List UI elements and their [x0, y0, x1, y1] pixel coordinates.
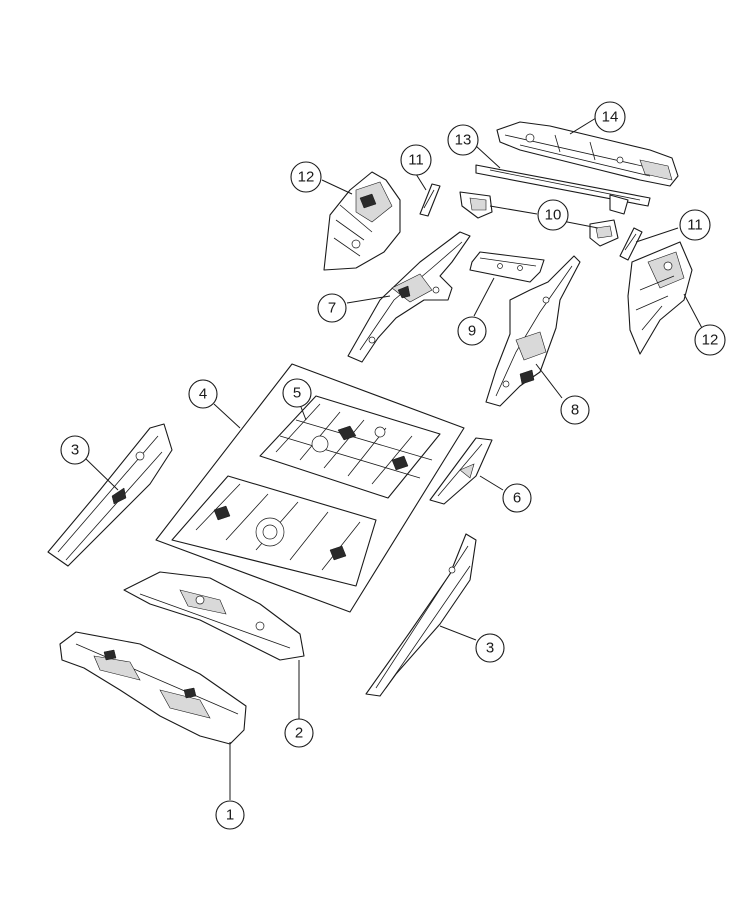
part-8-rail-right — [485, 255, 581, 407]
callout-12-right: 12 — [694, 324, 726, 356]
callout-4: 4 — [188, 379, 218, 409]
callout-11-left-label: 11 — [408, 152, 424, 169]
leader-lines — [85, 117, 704, 800]
callout-13: 13 — [447, 124, 479, 156]
part-7-rail-left — [347, 231, 471, 363]
callout-8-label: 8 — [571, 402, 579, 419]
callout-6-label: 6 — [513, 490, 521, 507]
callout-3-right: 3 — [475, 633, 505, 663]
callout-4-label: 4 — [199, 386, 207, 403]
callout-11-right-label: 11 — [687, 217, 703, 234]
callout-9: 9 — [457, 316, 487, 346]
part-13-crossmember — [475, 164, 651, 215]
callout-3-right-label: 3 — [486, 640, 494, 657]
part-11-bracket-left — [419, 183, 441, 217]
part-14-rear-panel — [496, 121, 679, 187]
callout-7-label: 7 — [328, 300, 336, 317]
part-12-wheelhouse-right — [627, 241, 693, 355]
part-10-brackets — [459, 191, 619, 247]
callout-1-label: 1 — [226, 807, 234, 824]
callout-5: 5 — [282, 378, 312, 408]
callout-12-left: 12 — [290, 161, 322, 193]
callout-11-right: 11 — [679, 209, 711, 241]
part-6-rail — [429, 437, 493, 505]
part-3-sill-left — [47, 423, 173, 567]
part-5-rear-floor-pan — [259, 395, 441, 499]
callout-8: 8 — [560, 395, 590, 425]
part-1-front-crossmember — [59, 631, 247, 745]
callout-2-label: 2 — [295, 725, 303, 742]
part-11-bracket-right — [619, 227, 643, 261]
callout-13-label: 13 — [455, 132, 472, 149]
callout-3-left: 3 — [60, 435, 90, 465]
callout-2: 2 — [284, 718, 314, 748]
callout-11-left: 11 — [400, 144, 432, 176]
callout-14: 14 — [594, 101, 626, 133]
callout-5-label: 5 — [293, 385, 301, 402]
callout-12-left-label: 12 — [298, 169, 315, 186]
callout-7: 7 — [317, 293, 347, 323]
part-9-crossmember — [469, 251, 545, 283]
callout-14-label: 14 — [602, 109, 619, 126]
callout-10-label: 10 — [545, 207, 562, 224]
callout-3-left-label: 3 — [71, 442, 79, 459]
callout-6: 6 — [502, 483, 532, 513]
front-floor-pan — [171, 475, 377, 587]
part-2-crossmember — [123, 571, 305, 661]
part-12-wheelhouse-left — [323, 171, 401, 271]
callout-10: 10 — [537, 199, 569, 231]
part-3-sill-right — [365, 533, 477, 697]
callout-1: 1 — [215, 800, 245, 830]
callout-9-label: 9 — [468, 323, 476, 340]
callout-12-right-label: 12 — [702, 332, 719, 349]
